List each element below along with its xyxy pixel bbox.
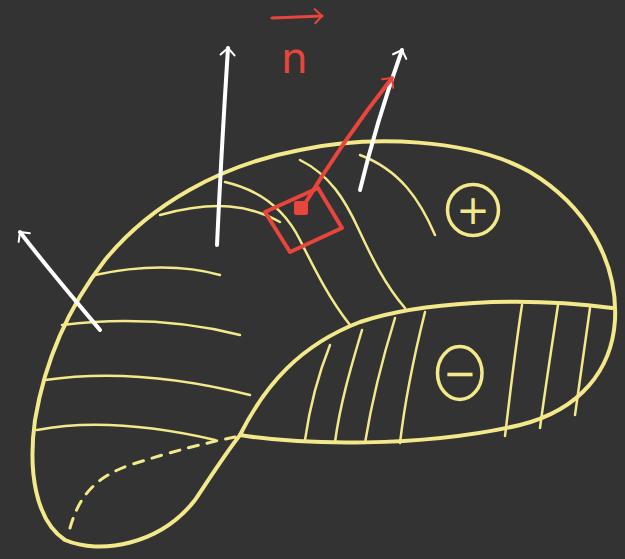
sign-text: + [456, 190, 490, 230]
vector-label: n [281, 38, 308, 80]
surface-outline [33, 141, 616, 546]
normal-vector [265, 16, 392, 252]
sign-text: − [443, 353, 477, 393]
sign-circle: + [445, 182, 501, 238]
fold-edge [240, 302, 612, 435]
hidden-edge [70, 437, 235, 528]
normal-arrows [20, 48, 402, 330]
contour-lines [37, 155, 435, 440]
hatching [305, 305, 590, 443]
sign-circle: − [435, 344, 485, 402]
